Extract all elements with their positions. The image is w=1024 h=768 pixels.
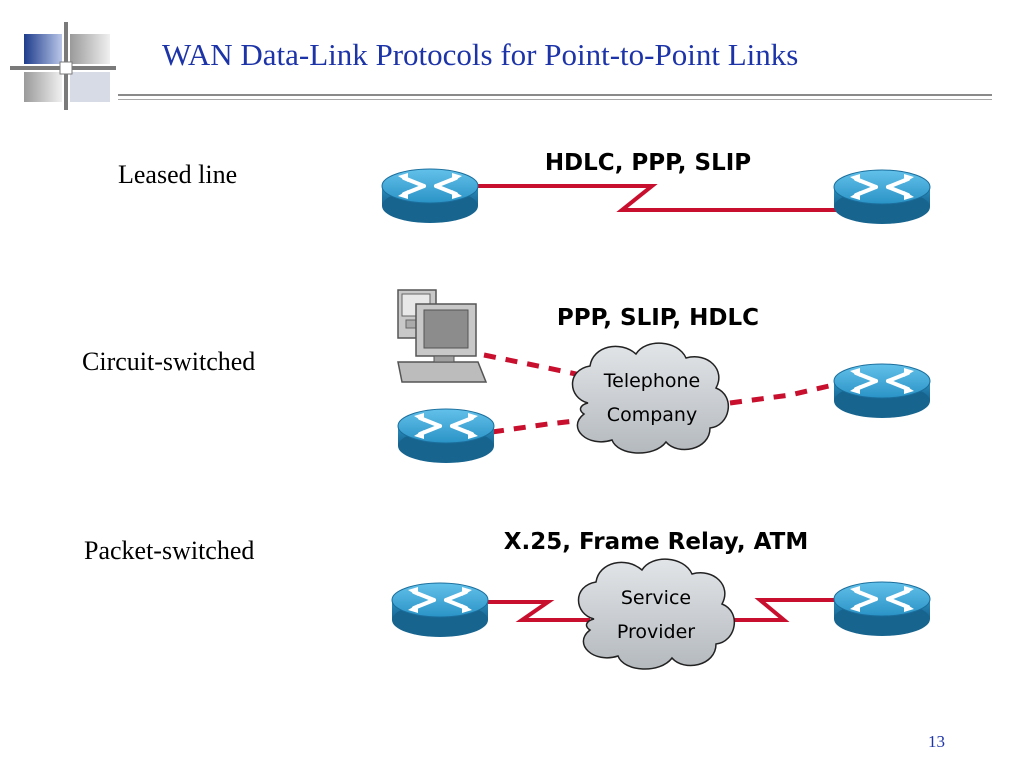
router-icon xyxy=(832,168,932,226)
packet-link-left xyxy=(480,600,590,622)
cloud-icon xyxy=(571,342,730,454)
telephone-cloud-line1: Telephone xyxy=(603,370,701,392)
slide-logo xyxy=(10,22,116,110)
circuit-protocols: PPP, SLIP, HDLC xyxy=(557,305,759,331)
router-icon xyxy=(832,362,932,420)
page-number: 13 xyxy=(928,732,945,751)
telephone-cloud-line2: Company xyxy=(607,404,697,426)
workstation-icon xyxy=(397,289,488,383)
leased-link xyxy=(470,184,842,212)
title-rule-thick xyxy=(118,94,992,96)
leased-line-label: Leased line xyxy=(118,160,238,189)
router-icon xyxy=(390,581,490,639)
circuit-switched-label: Circuit-switched xyxy=(82,347,256,376)
router-icon xyxy=(380,167,480,225)
leased-protocols: HDLC, PPP, SLIP xyxy=(545,150,751,176)
packet-protocols: X.25, Frame Relay, ATM xyxy=(504,529,808,555)
provider-cloud-line1: Service xyxy=(621,587,691,609)
packet-link-right xyxy=(716,598,842,622)
provider-cloud-line2: Provider xyxy=(617,621,695,643)
router-icon xyxy=(396,407,496,465)
slide-title: WAN Data-Link Protocols for Point-to-Poi… xyxy=(162,37,799,72)
title-rule-thin xyxy=(118,99,992,100)
cloud-icon xyxy=(577,558,736,670)
router-icon xyxy=(832,580,932,638)
packet-switched-label: Packet-switched xyxy=(84,536,255,565)
